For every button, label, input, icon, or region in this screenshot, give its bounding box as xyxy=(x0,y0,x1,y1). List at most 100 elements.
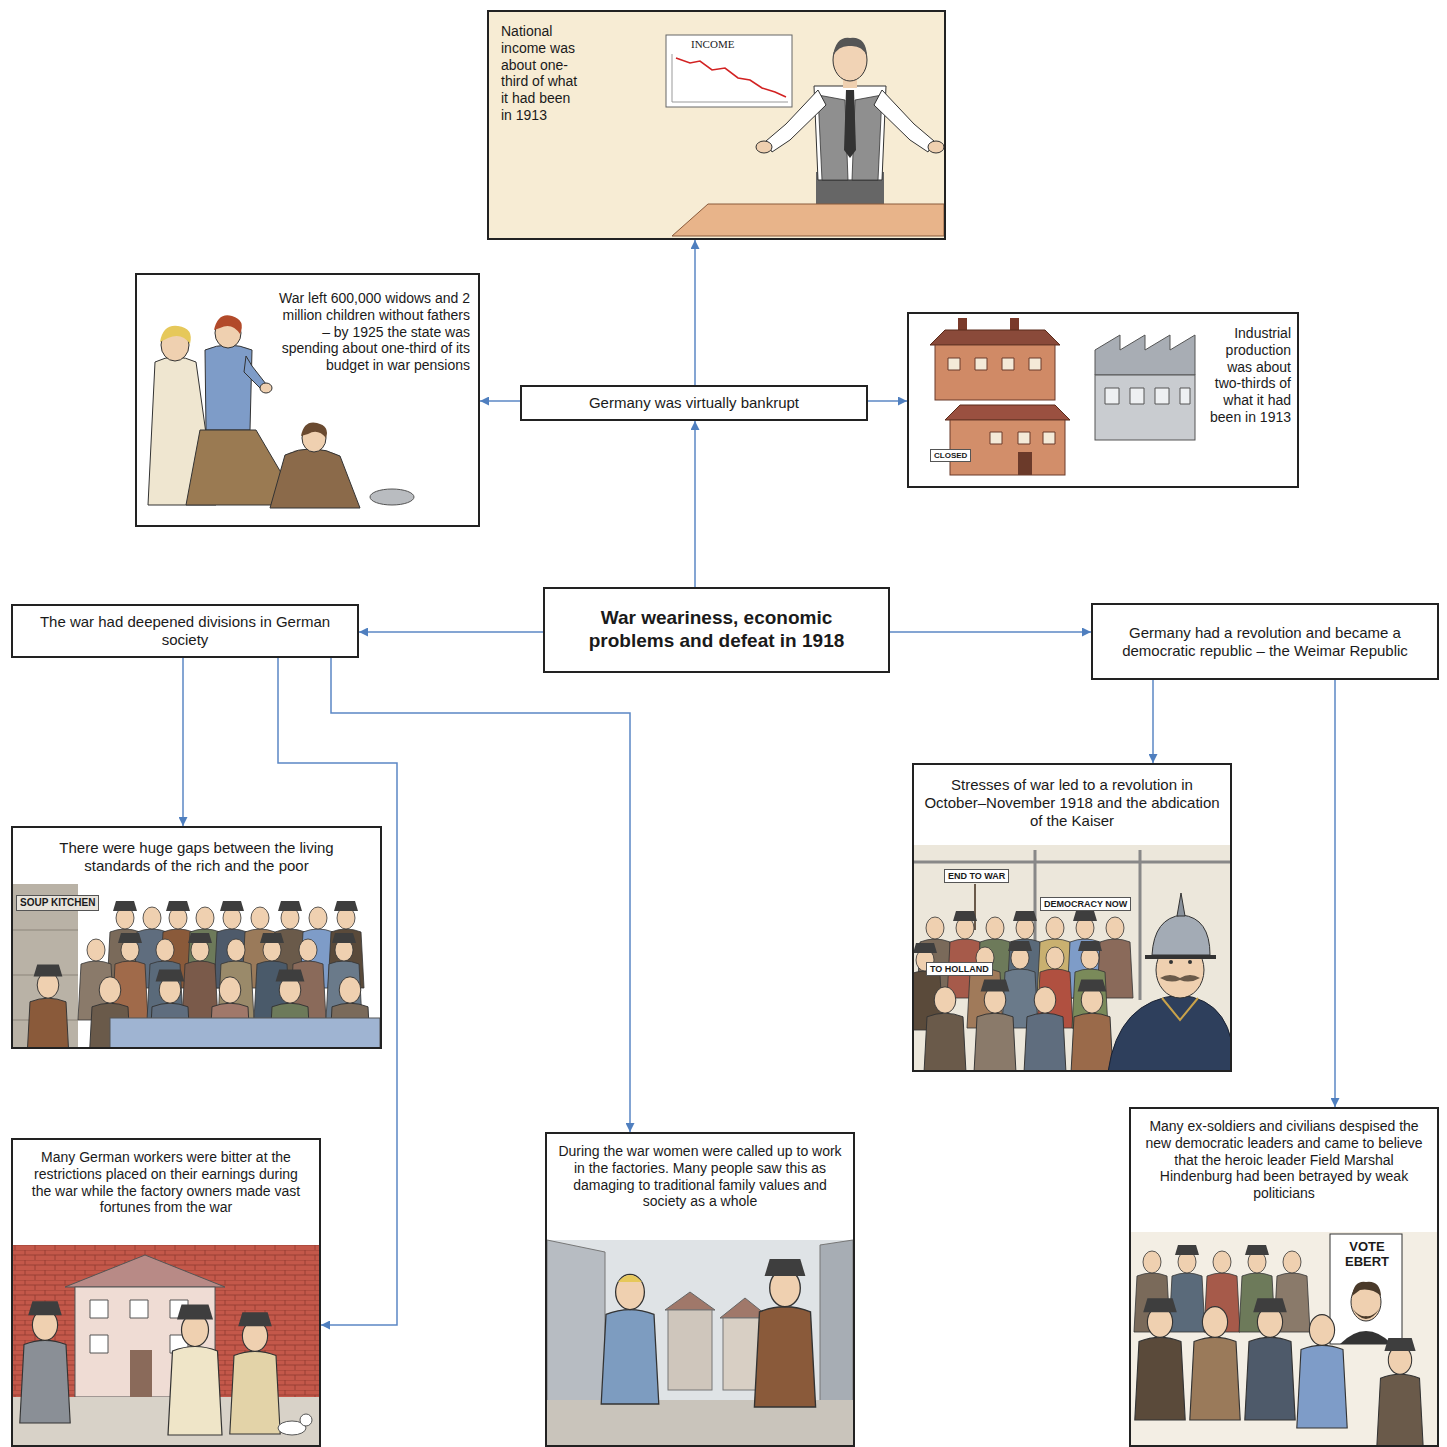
income-scene-part xyxy=(928,141,944,153)
factories-scene-part xyxy=(1095,375,1195,440)
box-text: War left 600,000 widows and 2 million ch… xyxy=(272,289,472,375)
ebert-scene-part xyxy=(1352,1282,1381,1296)
revolution-scene-part xyxy=(923,987,966,1070)
revolution-scene-part xyxy=(1177,893,1185,916)
revolution-scene-part xyxy=(973,980,1016,1070)
soup-kitchen-scene-part xyxy=(26,965,69,1047)
connector-arrow xyxy=(868,400,907,402)
connector-arrow xyxy=(331,658,630,1132)
women-work-scene-part xyxy=(618,1275,642,1282)
women-work-scene-part xyxy=(547,1240,853,1445)
topic-box: There were huge gaps between the living … xyxy=(11,826,382,1049)
workers-scene-part xyxy=(168,1305,222,1436)
sign-label: INCOME xyxy=(688,37,737,52)
sign-label: END TO WAR xyxy=(944,869,1009,883)
women-work-scene xyxy=(547,1240,853,1445)
income-scene-part xyxy=(874,90,934,152)
factories-scene-part xyxy=(950,420,1065,475)
widows-scene-part xyxy=(160,326,191,344)
soup-kitchen-scene-part xyxy=(110,1018,380,1047)
revolution-scene-part xyxy=(1152,915,1210,955)
sign-label: TO HOLLAND xyxy=(926,962,993,976)
central-box: War weariness, economic problems and def… xyxy=(543,587,890,673)
box-text: Many ex-soldiers and civilians despised … xyxy=(1139,1117,1429,1203)
topic-box: Many ex-soldiers and civilians despised … xyxy=(1129,1107,1439,1447)
factories-scene-part xyxy=(990,432,1055,444)
income-scene-part xyxy=(844,90,856,158)
connector-arrow xyxy=(1152,680,1154,763)
box-text: Germany had a revolution and became a de… xyxy=(1103,623,1427,661)
revolution-scene-part xyxy=(1070,980,1113,1070)
workers-scene-part xyxy=(90,1300,188,1353)
ebert-scene-part xyxy=(1330,1234,1402,1344)
workers-scene-part xyxy=(65,1255,225,1287)
income-scene-part xyxy=(756,141,772,153)
ebert-scene-part xyxy=(1377,1338,1424,1445)
income-scene-part xyxy=(672,54,788,102)
sign-label: SOUP KITCHEN xyxy=(16,895,99,911)
workers-scene-part xyxy=(13,1245,319,1445)
connector-arrow xyxy=(1334,680,1336,1107)
income-scene-part xyxy=(489,12,944,238)
income-scene-part xyxy=(666,35,792,107)
central-heading: War weariness, economic problems and def… xyxy=(555,606,878,654)
box-text: Many German workers were bitter at the r… xyxy=(21,1148,311,1217)
income-scene-part xyxy=(814,86,886,180)
box-text: During the war women were called up to w… xyxy=(555,1142,845,1211)
box-text: Stresses of war led to a revolution in O… xyxy=(922,775,1222,831)
ebert-scene-part xyxy=(1245,1298,1295,1420)
revolution-scene-part xyxy=(1023,987,1066,1070)
topic-box: Germany had a revolution and became a de… xyxy=(1091,603,1439,680)
ebert-scene-part xyxy=(1169,1245,1205,1332)
ebert-scene xyxy=(1131,1232,1437,1445)
factories-scene-part xyxy=(1095,335,1195,375)
connector-arrow xyxy=(359,631,543,633)
sign-label: DEMOCRACY NOW xyxy=(1040,897,1131,911)
factories-scene-part xyxy=(948,358,1041,370)
revolution-scene-part xyxy=(1160,975,1200,982)
connector-arrow xyxy=(182,658,184,826)
ebert-scene-part xyxy=(1352,1308,1380,1319)
widows-scene-part xyxy=(214,315,242,334)
widows-scene-part xyxy=(205,345,252,430)
workers-scene-part xyxy=(230,1312,280,1434)
revolution-scene-part xyxy=(1188,960,1192,964)
workers-scene-part xyxy=(130,1350,152,1397)
widows-scene-part xyxy=(270,449,360,508)
revolution-scene xyxy=(914,845,1230,1070)
income-scene xyxy=(489,12,944,238)
factories-scene-part xyxy=(935,345,1055,400)
workers-scene-part xyxy=(13,1245,319,1445)
women-work-scene-part xyxy=(601,1274,659,1404)
revolution-scene-part xyxy=(1145,955,1216,959)
connector-arrow xyxy=(890,631,1091,633)
box-text: Germany was virtually bankrupt xyxy=(531,393,857,413)
workers-scene xyxy=(13,1245,319,1445)
revolution-scene-part xyxy=(1162,998,1198,1020)
women-work-scene-part xyxy=(754,1259,815,1407)
sign-label: CLOSED xyxy=(930,449,971,462)
factories-scene-part xyxy=(930,330,1060,345)
revolution-scene-part xyxy=(1108,995,1230,1070)
topic-box: Many German workers were bitter at the r… xyxy=(11,1138,321,1447)
connector-arrow xyxy=(480,400,520,402)
ebert-scene-part xyxy=(1340,1331,1392,1344)
factories-scene xyxy=(930,318,1195,475)
widows-scene-part xyxy=(370,489,414,505)
ebert-scene-part xyxy=(1135,1298,1185,1420)
connector-arrow xyxy=(278,658,397,1325)
box-text: National income was about one-third of w… xyxy=(499,22,587,125)
revolution-scene-part xyxy=(1169,960,1173,964)
ebert-scene-part xyxy=(1190,1307,1240,1420)
factories-scene-part xyxy=(1105,388,1190,404)
workers-scene-part xyxy=(20,1301,70,1423)
workers-scene-part xyxy=(300,1414,312,1426)
topic-box: War left 600,000 widows and 2 million ch… xyxy=(135,273,480,527)
connector-arrow xyxy=(694,421,696,587)
women-work-scene-part xyxy=(668,1310,712,1390)
